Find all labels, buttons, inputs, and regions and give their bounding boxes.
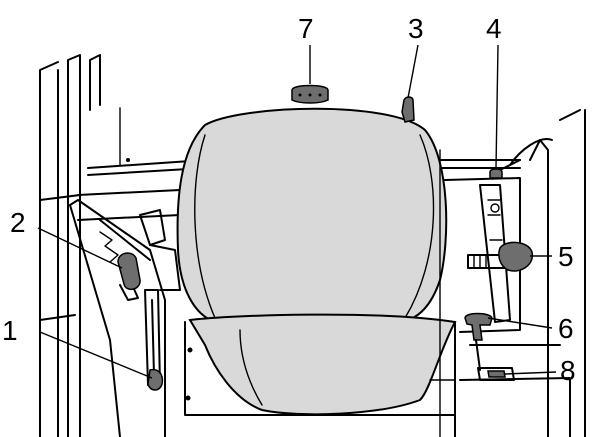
left-frame xyxy=(39,54,101,437)
callout-2: 2 xyxy=(10,207,26,238)
small-top-knob xyxy=(489,168,503,179)
callout-5: 5 xyxy=(558,241,574,272)
callout-labels: 1 2 3 4 5 6 7 8 xyxy=(2,13,576,386)
side-rotary-knob xyxy=(467,241,534,272)
lower-left-lever xyxy=(144,289,164,391)
right-console xyxy=(429,109,586,437)
callout-4: 4 xyxy=(486,13,502,44)
left-control-lever xyxy=(117,252,141,301)
left-console xyxy=(69,199,181,437)
floor-switch xyxy=(477,367,515,381)
callout-8: 8 xyxy=(560,355,576,386)
right-hand-lever xyxy=(464,312,493,371)
top-knob xyxy=(291,84,329,104)
callout-3: 3 xyxy=(408,13,424,44)
callout-1: 1 xyxy=(2,315,18,346)
leader-lines xyxy=(37,44,557,379)
rear-lever xyxy=(401,96,415,123)
callout-6: 6 xyxy=(558,313,574,344)
seat xyxy=(176,107,457,416)
callout-7: 7 xyxy=(298,13,314,44)
